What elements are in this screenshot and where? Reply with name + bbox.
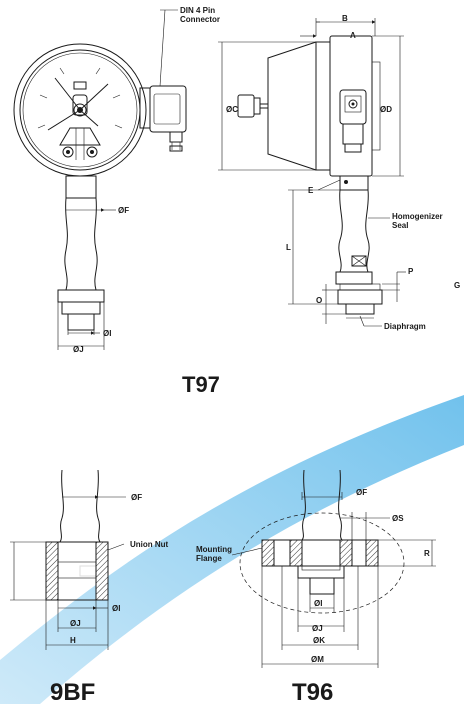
left-seal bbox=[57, 175, 105, 331]
background-swoosh bbox=[0, 395, 464, 704]
bf9-title: 9BF bbox=[50, 679, 95, 704]
gauge-side-view: B A bbox=[218, 14, 404, 177]
din-leader bbox=[159, 9, 166, 87]
h-label: H bbox=[70, 636, 76, 645]
homogenizer-label: Homogenizer Seal bbox=[392, 212, 445, 230]
left-oj-label: ØJ bbox=[73, 345, 84, 354]
bf9-oj-label: ØJ bbox=[70, 619, 81, 628]
g-label: G bbox=[454, 281, 460, 290]
bf9-of-label: ØF bbox=[131, 493, 142, 502]
od-label: ØD bbox=[380, 105, 392, 114]
t96-oj-label: ØJ bbox=[312, 624, 323, 633]
r-label: R bbox=[424, 549, 430, 558]
bf9-drawing bbox=[45, 469, 109, 612]
left-oi-label: ØI bbox=[103, 329, 111, 338]
l-label: L bbox=[286, 243, 291, 252]
oc-label: ØC bbox=[226, 105, 238, 114]
t96-oi-label: ØI bbox=[314, 599, 322, 608]
p-label: P bbox=[408, 267, 414, 276]
t96-drawing bbox=[239, 469, 405, 614]
diaphragm-label: Diaphragm bbox=[384, 322, 426, 331]
mounting-flange-label: Mounting Flange bbox=[196, 545, 234, 563]
t96-title: T96 bbox=[292, 679, 333, 704]
t96-of-label: ØF bbox=[356, 488, 367, 497]
din-connector-label: DIN 4 Pin Connector bbox=[180, 6, 220, 24]
os-label: ØS bbox=[392, 514, 404, 523]
right-seal bbox=[335, 175, 383, 319]
e-label: E bbox=[308, 186, 314, 195]
bf9-oi-label: ØI bbox=[112, 604, 120, 613]
t97-title: T97 bbox=[182, 372, 220, 397]
left-of-label: ØF bbox=[118, 206, 129, 215]
o-label: O bbox=[316, 296, 322, 305]
om-label: ØM bbox=[311, 655, 324, 664]
ok-label: ØK bbox=[313, 636, 325, 645]
union-nut-label: Union Nut bbox=[130, 540, 169, 549]
b-label: B bbox=[342, 14, 348, 23]
gauge-front-view bbox=[13, 43, 187, 177]
